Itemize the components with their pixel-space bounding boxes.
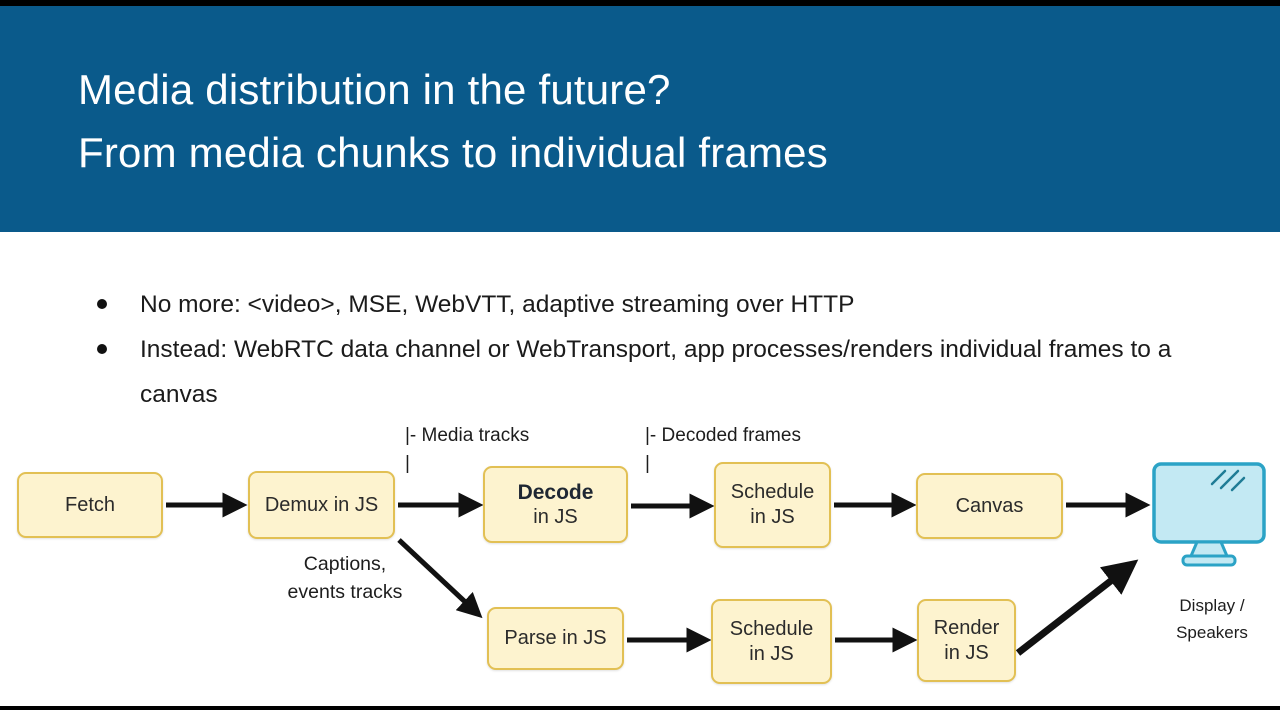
bullet-text: Instead: WebRTC data channel or WebTrans… [140,336,1172,408]
slide-title: Media distribution in the future? From m… [78,58,1280,184]
arrow-demux-parse [397,538,483,619]
display-label-line2: Speakers [1176,623,1248,642]
annotation-tick: | [405,453,410,474]
annotation-tick: | [645,453,650,474]
node-schedule-top-label-line1: Schedule [730,481,815,503]
flow-diagram: |- Media tracks | |- Decoded frames | Ca… [0,410,1280,706]
node-fetch: Fetch [17,472,163,538]
node-canvas: Canvas [916,473,1063,539]
annotation-media-tracks: |- Media tracks | [405,422,529,478]
node-schedule-bottom-label-line1: Schedule [729,617,814,640]
node-parse-label: Parse in JS [504,627,607,649]
arrows-layer [166,492,1151,656]
captions-line-2: events tracks [287,581,403,603]
annotation-decoded-frames-text: |- Decoded frames [645,425,801,446]
annotation-captions-events: Captions, events tracks [255,550,435,606]
node-schedule-in-js-bottom: Schedule in JS [711,599,832,684]
display-speakers-label: Display / Speakers [1155,592,1269,646]
slide-header: Media distribution in the future? From m… [0,6,1280,232]
node-canvas-label: Canvas [955,494,1024,517]
display-icon [1150,460,1270,575]
node-decode-label-line2: in JS [533,505,578,528]
arrow-render-display [1015,559,1139,656]
bullet-text: No more: <video>, MSE, WebVTT, adaptive … [140,291,855,318]
annotation-media-tracks-text: |- Media tracks [405,425,530,446]
node-decode-in-js: Decode in JS [483,466,628,543]
node-render-label-line1: Render [933,616,1000,639]
node-parse-in-js: Parse in JS [487,607,624,670]
node-demux-in-js: Demux in JS [248,471,395,539]
title-line-1: Media distribution in the future? [78,66,671,113]
display-label-line1: Display / [1179,596,1245,615]
bullet-dot-icon [97,344,107,354]
node-render-in-js: Render in JS [917,599,1016,682]
bullet-list: No more: <video>, MSE, WebVTT, adaptive … [0,232,1280,417]
node-schedule-in-js-top: Schedule in JS [714,462,831,548]
captions-line-1: Captions, [303,553,387,575]
node-demux-label: Demux in JS [264,493,379,516]
node-render-label-line2: in JS [944,641,989,664]
bullet-item: No more: <video>, MSE, WebVTT, adaptive … [97,282,1280,327]
node-schedule-top-label-line2: in JS [750,506,795,528]
bullet-item: Instead: WebRTC data channel or WebTrans… [97,327,1280,417]
bottom-letterbox [0,706,1280,710]
slide-body: No more: <video>, MSE, WebVTT, adaptive … [0,232,1280,706]
bullet-dot-icon [97,299,107,309]
node-schedule-bottom-label-line2: in JS [749,642,794,665]
annotation-decoded-frames: |- Decoded frames | [645,422,801,478]
top-letterbox [0,0,1280,6]
node-fetch-label: Fetch [64,493,116,516]
title-line-2: From media chunks to individual frames [78,129,828,176]
node-decode-label-line1: Decode [517,480,594,504]
